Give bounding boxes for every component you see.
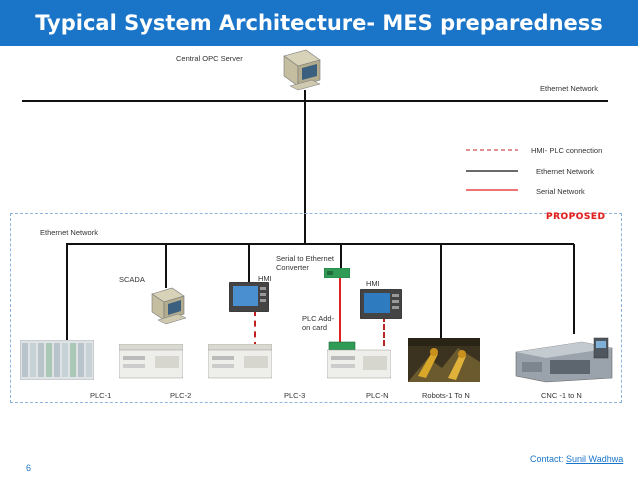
drop-cnc (573, 244, 575, 342)
contact-name-link[interactable]: Sunil Wadhwa (566, 454, 624, 464)
plc2-label: PLC-2 (170, 391, 192, 400)
title-bar: Typical System Architecture- MES prepare… (0, 0, 638, 46)
proposed-boundary (10, 213, 622, 403)
drop-plc1 (66, 244, 68, 342)
plc-addon-card-label: PLC Add-on card (302, 314, 335, 332)
hmi-right-panel-icon (360, 289, 402, 319)
contact-label: Contact: (530, 454, 564, 464)
serial-converter-icon (324, 268, 350, 278)
hmi-left-panel-icon (229, 282, 269, 312)
proposed-stamp: PROPOSED (546, 212, 606, 222)
hmi-left-label: HMI (258, 274, 272, 283)
robots-label: Robots-1 To N (422, 391, 470, 400)
ethernet-network-left-label: Ethernet Network (40, 228, 98, 237)
central-opc-server-label: Central OPC Server (176, 54, 243, 63)
hmi-plc3-connection (254, 310, 256, 348)
hmi-right-label: HMI (366, 279, 380, 288)
plcn-unit-icon (327, 341, 391, 379)
page-number: 6 (26, 463, 32, 473)
legend-serial-label: Serial Network (536, 187, 585, 196)
legend-hmi-plc-label: HMI- PLC connection (531, 146, 603, 155)
top-ethernet-backbone (22, 100, 608, 102)
plcn-label: PLC-N (366, 391, 389, 400)
cnc-machine-photo (512, 334, 616, 384)
plc1-rack-icon (20, 340, 94, 380)
lower-ethernet-backbone (66, 243, 574, 245)
contact-info: Contact: Sunil Wadhwa (530, 454, 623, 464)
drop-robots (440, 244, 442, 342)
cnc-label: CNC -1 to N (541, 391, 582, 400)
plc1-label: PLC-1 (90, 391, 112, 400)
legend-lines (466, 149, 518, 191)
server-drop-line (304, 90, 306, 244)
drop-serial-converter (340, 244, 342, 270)
serial-network-line (339, 274, 341, 346)
drop-scada (165, 244, 167, 288)
legend-ethernet-label: Ethernet Network (536, 167, 594, 176)
serial-ethernet-converter-label: Serial to Ethernet Converter (276, 254, 334, 272)
hmi-plcn-connection (383, 316, 385, 346)
plc3-label: PLC-3 (284, 391, 306, 400)
plc3-unit-icon (208, 344, 272, 379)
scada-computer-icon (151, 287, 187, 325)
ethernet-network-top-label: Ethernet Network (540, 84, 598, 93)
page-title: Typical System Architecture- MES prepare… (35, 11, 603, 35)
server-computer-icon (283, 49, 321, 91)
scada-label: SCADA (119, 275, 145, 284)
drop-hmi-left (248, 244, 250, 282)
plc2-unit-icon (119, 344, 183, 379)
robots-photo (408, 338, 480, 382)
